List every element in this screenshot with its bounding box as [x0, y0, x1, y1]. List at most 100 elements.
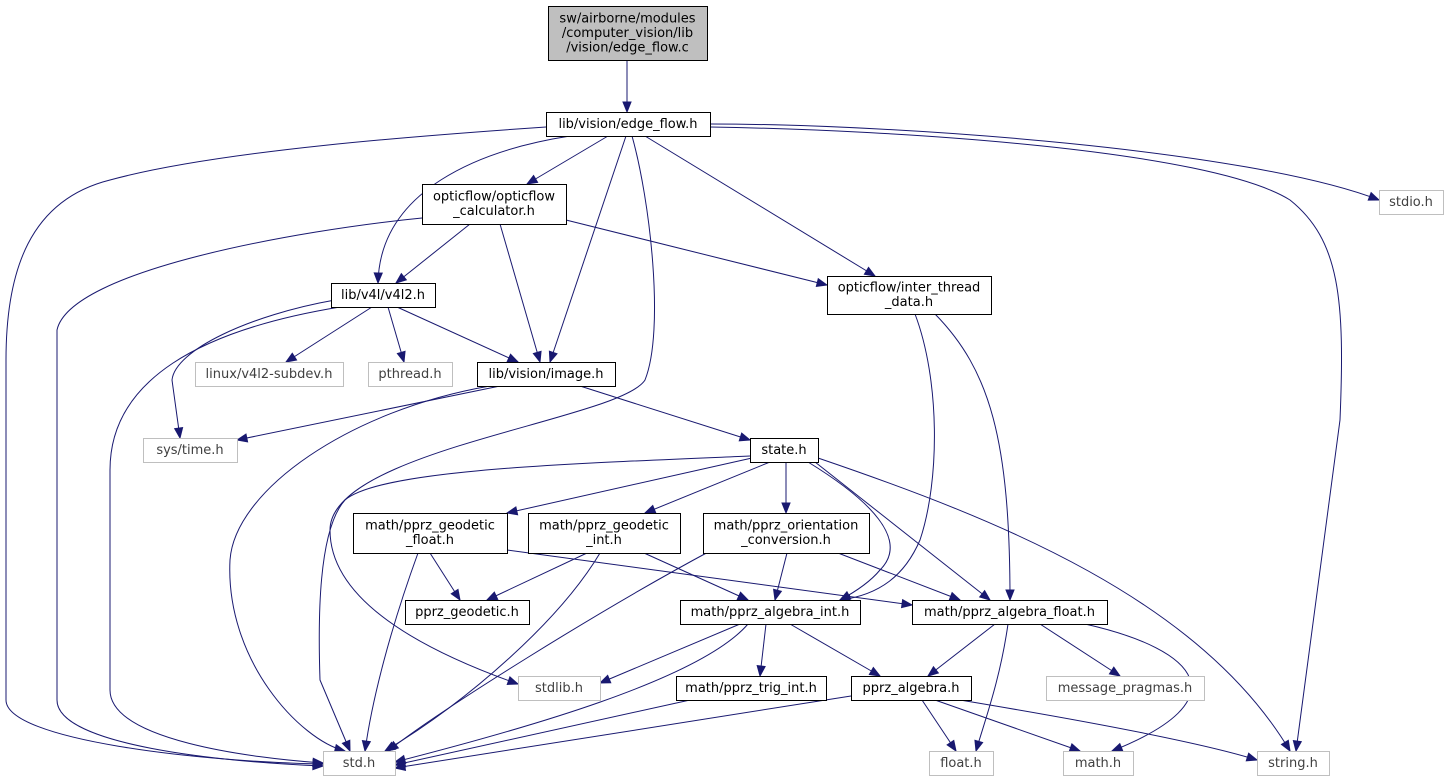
node-pprz-geodetic-int-h[interactable]: math/pprz_geodetic_int.h	[528, 513, 681, 554]
node-box	[1257, 751, 1330, 776]
arrowhead-icon	[948, 591, 962, 601]
node-box	[528, 513, 681, 554]
node-box	[323, 751, 396, 776]
node-linux-v4l2-subdev-h: linux/v4l2-subdev.h	[195, 362, 344, 387]
node-pprz-algebra-h[interactable]: pprz_algebra.h	[851, 676, 972, 701]
node-box	[546, 112, 711, 137]
edge-image_h-to-std_h	[229, 385, 491, 754]
node-pprz-algebra-float-h[interactable]: math/pprz_algebra_float.h	[912, 600, 1108, 625]
edge-v4l2_h-to-linux_v4l2_subdev_h	[284, 306, 373, 363]
node-image-h[interactable]: lib/vision/image.h	[477, 362, 616, 387]
node-box	[143, 438, 238, 463]
node-label: linux/v4l2-subdev.h	[206, 367, 333, 382]
arrowhead-icon	[235, 433, 249, 443]
node-label: _float.h	[405, 533, 454, 548]
edge-pprz_algebra_h-to-string_h	[959, 699, 1259, 762]
edge-pprz_geodetic_int_h-to-pprz_geodetic_h	[485, 552, 588, 601]
node-box	[680, 600, 861, 625]
node-edge-flow-h[interactable]: lib/vision/edge_flow.h	[546, 112, 711, 137]
node-pprz-orientation-conversion-h[interactable]: math/pprz_orientation_conversion.h	[703, 513, 870, 554]
edge-pprz_algebra_float_h-to-message_pragmas_h	[1039, 623, 1122, 677]
node-box	[331, 283, 436, 308]
node-label: std.h	[343, 756, 376, 771]
edge-pprz_algebra_float_h-to-pprz_algebra_h	[926, 623, 996, 677]
arrowhead-icon	[341, 739, 351, 753]
node-label: /computer_vision/lib	[562, 26, 693, 41]
arrowhead-icon	[173, 426, 184, 440]
edge-pprz_geodetic_int_h-to-std_h	[383, 552, 601, 752]
node-float-h: float.h	[929, 751, 994, 776]
arrowhead-icon	[393, 761, 407, 772]
arrowhead-icon	[863, 266, 877, 277]
arrowhead-icon	[394, 272, 408, 284]
arrowhead-icon	[312, 757, 325, 768]
nodes-layer: sw/airborne/modules/computer_vision/lib/…	[143, 6, 1444, 776]
node-label: math/pprz_algebra_int.h	[691, 605, 850, 620]
node-box	[368, 362, 453, 387]
node-label: _calculator.h	[452, 204, 535, 219]
edge-pprz_orientation_conversion_h-to-std_h	[386, 549, 713, 752]
node-message-pragmas-h: message_pragmas.h	[1046, 676, 1205, 701]
edge-inter_thread_data_h-to-pprz_algebra_float_h	[934, 313, 1015, 602]
node-state-h[interactable]: state.h	[750, 438, 819, 463]
node-label: pthread.h	[378, 367, 441, 382]
node-label: lib/vision/image.h	[489, 367, 604, 382]
arrowhead-icon	[1110, 742, 1124, 752]
node-pprz-geodetic-float-h[interactable]: math/pprz_geodetic_float.h	[353, 513, 508, 554]
node-label: stdlib.h	[535, 681, 583, 696]
arrowhead-icon	[926, 665, 940, 677]
node-box	[353, 513, 508, 554]
node-label: pprz_algebra.h	[863, 681, 960, 696]
arrowhead-icon	[506, 353, 520, 363]
node-inter-thread-data-h[interactable]: opticflow/inter_thread_data.h	[827, 276, 992, 315]
arrowhead-icon	[548, 350, 558, 364]
arrowhead-icon	[736, 591, 750, 601]
node-box	[1063, 751, 1134, 776]
node-box	[912, 600, 1108, 625]
node-pprz-algebra-int-h[interactable]: math/pprz_algebra_int.h	[680, 600, 861, 625]
node-math-h: math.h	[1063, 751, 1134, 776]
node-opticflow-calculator-h[interactable]: opticflow/opticflow_calculator.h	[422, 184, 567, 225]
node-box	[703, 513, 870, 554]
node-box	[851, 676, 972, 701]
node-box	[518, 676, 601, 701]
arrowhead-icon	[361, 739, 372, 753]
node-pprz-trig-int-h[interactable]: math/pprz_trig_int.h	[676, 676, 827, 701]
arrowhead-icon	[373, 272, 383, 285]
arrowhead-icon	[505, 506, 519, 516]
node-edge-flow-c[interactable]: sw/airborne/modules/computer_vision/lib/…	[548, 6, 708, 61]
node-box	[1379, 190, 1444, 215]
edge-pprz_orientation_conversion_h-to-pprz_algebra_int_h	[773, 552, 788, 602]
node-label: sw/airborne/modules	[559, 11, 695, 26]
arrowhead-icon	[532, 350, 542, 364]
node-label: _data.h	[884, 295, 933, 310]
edge-edge_flow_h-to-image_h	[548, 135, 627, 364]
edge-pprz_geodetic_float_h-to-std_h	[361, 552, 419, 753]
arrowhead-icon	[643, 504, 657, 514]
arrowhead-icon	[1280, 739, 1291, 753]
arrowhead-icon	[506, 676, 520, 685]
edge-pprz_algebra_int_h-to-pprz_trig_int_h	[756, 623, 767, 678]
edge-state_h-to-pprz_orientation_conversion_h	[781, 462, 791, 515]
edge-state_h-to-std_h	[318, 455, 751, 753]
node-label: math/pprz_geodetic	[365, 519, 495, 534]
arrowhead-icon	[396, 350, 406, 364]
arrowhead-icon	[738, 432, 752, 442]
node-label: opticflow/opticflow	[433, 190, 555, 205]
node-box	[1046, 676, 1205, 701]
arrowhead-icon	[781, 502, 791, 515]
edge-image_h-to-sys_time_h	[235, 385, 501, 443]
edge-edge_flow_h-to-stdlib_h	[329, 135, 655, 685]
node-label: lib/vision/edge_flow.h	[558, 117, 697, 132]
arrowhead-icon	[525, 174, 539, 185]
edge-edge_flow_h-to-stdio_h	[709, 123, 1381, 201]
node-label: math/pprz_geodetic	[539, 519, 669, 534]
node-pprz-geodetic-h[interactable]: pprz_geodetic.h	[405, 600, 530, 625]
node-stdio-h: stdio.h	[1379, 190, 1444, 215]
arrowhead-icon	[1005, 589, 1015, 602]
node-label: sys/time.h	[156, 443, 223, 458]
node-v4l2-h[interactable]: lib/v4l/v4l2.h	[331, 283, 436, 308]
edge-pprz_algebra_int_h-to-stdlib_h	[598, 623, 741, 684]
arrowhead-icon	[974, 739, 984, 753]
